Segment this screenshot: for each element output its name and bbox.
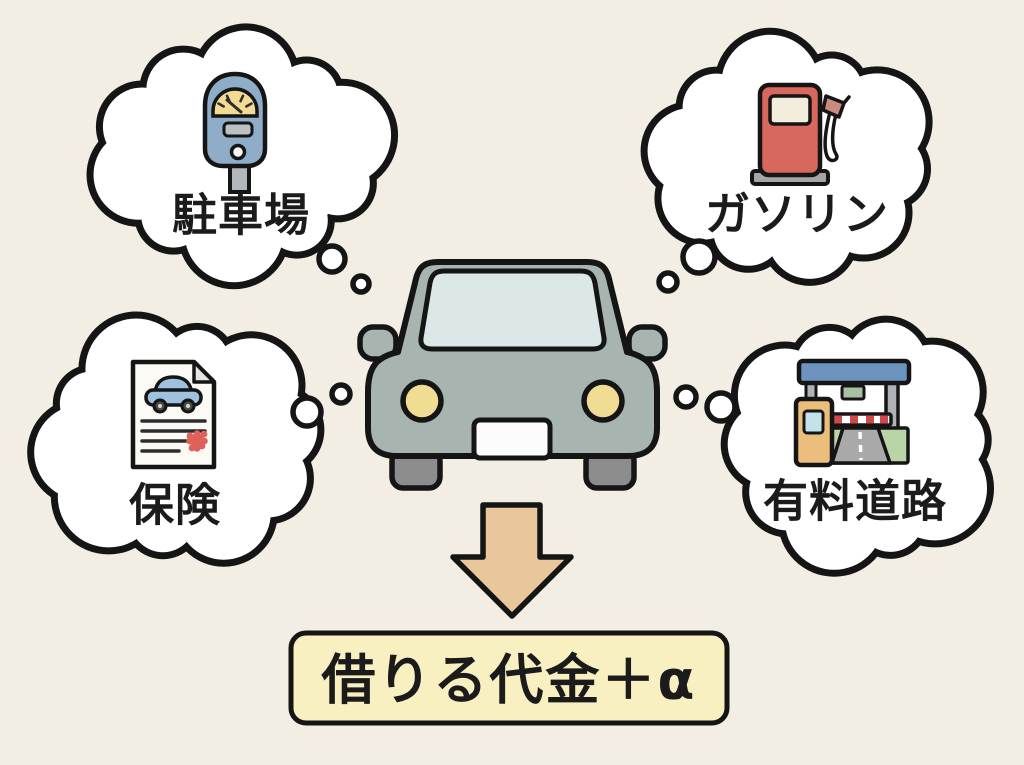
bubble-trail-dots bbox=[290, 238, 738, 429]
wheel-hub bbox=[186, 404, 190, 408]
trail-dot bbox=[673, 384, 699, 410]
trail-dot bbox=[290, 395, 324, 429]
trail-dot bbox=[329, 382, 353, 406]
trail-dot bbox=[316, 243, 348, 275]
trail-dot bbox=[680, 238, 718, 276]
meter-coin-slot bbox=[229, 143, 247, 161]
thought-bubble-parking bbox=[86, 23, 399, 290]
wheel-hub bbox=[158, 404, 162, 408]
toll-gate-icon bbox=[793, 358, 912, 468]
booth-window bbox=[802, 409, 825, 435]
result-box-frame bbox=[288, 630, 730, 726]
result-box: 借りる代金＋α bbox=[288, 630, 730, 726]
document-text-lines bbox=[140, 419, 207, 453]
document-fold-corner bbox=[192, 360, 216, 384]
result-label: 借りる代金＋α bbox=[320, 649, 696, 712]
car-headlight-right bbox=[581, 379, 625, 423]
car-windshield bbox=[418, 268, 607, 352]
fuel-pump-icon bbox=[750, 82, 851, 186]
gauge-ticks bbox=[217, 94, 253, 114]
down-arrow-icon bbox=[450, 502, 574, 619]
bubble-label-parking: 駐車場 bbox=[172, 189, 310, 242]
thought-bubble-insurance bbox=[27, 311, 325, 567]
parking-meter-icon bbox=[202, 71, 268, 194]
gantry-sign bbox=[840, 384, 866, 401]
car-headlight-left bbox=[400, 379, 444, 423]
pump-screen bbox=[768, 94, 812, 126]
car-icon bbox=[357, 259, 668, 491]
gauge-needle bbox=[225, 98, 243, 114]
pump-nozzle bbox=[821, 94, 846, 119]
bubble-label-insurance: 保険 bbox=[129, 479, 221, 532]
bubble-label-toll: 有料道路 bbox=[763, 475, 947, 528]
bubble-label-gasoline: ガソリン bbox=[705, 188, 889, 241]
car-license-plate bbox=[471, 417, 553, 461]
road-centerline bbox=[858, 431, 863, 461]
document-seal bbox=[186, 430, 208, 452]
barrier-stripes bbox=[834, 415, 888, 424]
meter-gauge bbox=[211, 87, 259, 118]
pump-hose bbox=[823, 110, 839, 163]
gantry-beam bbox=[796, 358, 912, 386]
trail-dot bbox=[656, 270, 680, 294]
meter-display-slot bbox=[222, 121, 254, 138]
insurance-document-icon bbox=[130, 359, 217, 470]
pump-nozzle-spout bbox=[842, 95, 851, 105]
trail-dot bbox=[350, 273, 372, 295]
trail-dot bbox=[704, 390, 738, 424]
